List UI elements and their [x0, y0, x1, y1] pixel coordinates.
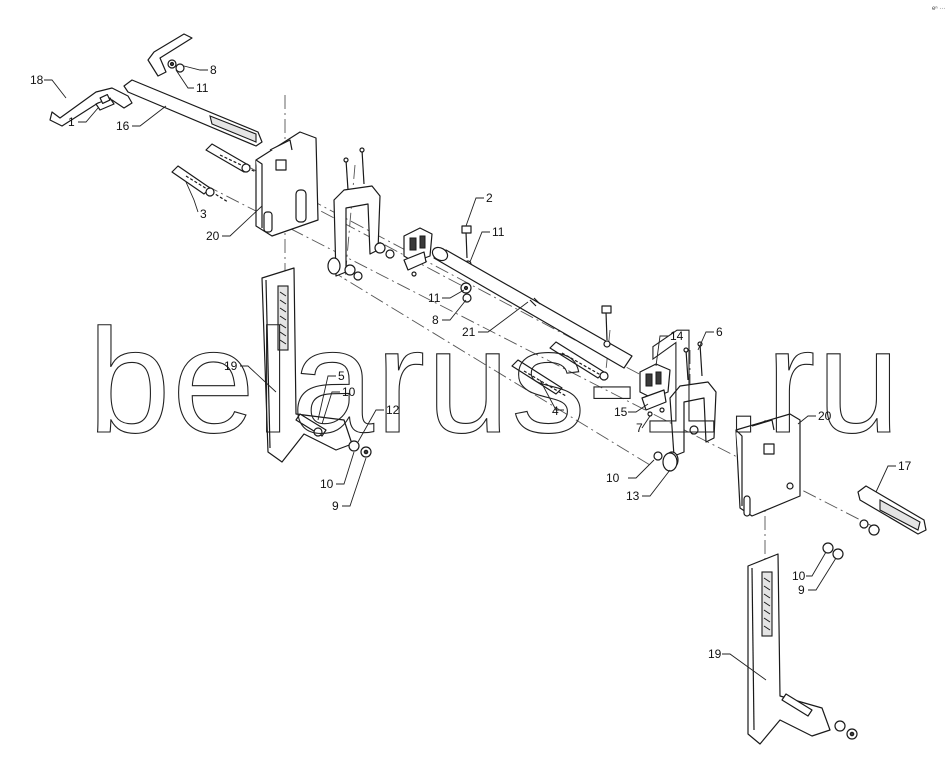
callout-19-left: 19 [224, 359, 238, 373]
callout-9-right: 9 [798, 583, 805, 597]
callout-12: 12 [386, 403, 400, 417]
nut-washer-8-11-top [167, 59, 185, 73]
callout-11-top: 11 [196, 81, 209, 95]
nut-washer-right-link [859, 519, 880, 536]
handle-part-18 [49, 87, 133, 127]
link-rod-part-17 [857, 485, 927, 535]
bolt-upper-left [205, 143, 257, 173]
nut-washer-9-10-right-lower [834, 720, 858, 740]
callout-11-tube-lower: 11 [428, 291, 441, 305]
arm-part-19-left [261, 267, 353, 463]
callout-16: 16 [116, 119, 130, 133]
callout-14: 14 [670, 329, 684, 343]
callout-19-right: 19 [708, 647, 722, 661]
bolt-part-3 [171, 165, 229, 203]
u-bracket-left [327, 185, 395, 281]
callout-13: 13 [626, 489, 640, 503]
arm-part-19-right [747, 553, 831, 745]
clamp-block-part-14 [639, 363, 671, 399]
callout-17: 17 [898, 459, 912, 473]
link-rod-part-16 [123, 79, 263, 147]
callout-10-right: 10 [792, 569, 806, 583]
callout-labels: 18 1 16 8 11 3 20 2 11 11 8 21 14 6 19 5… [30, 63, 912, 661]
watermark-text: belarus-1.ru [88, 299, 902, 464]
bracket-plate-part-20-left [255, 131, 319, 237]
corner-mark: eⁿ ··· [932, 5, 945, 12]
bolt-part-4 [511, 341, 609, 397]
clamp-block-left [403, 227, 433, 277]
callout-10-center: 10 [606, 471, 620, 485]
callout-6: 6 [716, 325, 723, 339]
nut-washer-9-10-left [348, 440, 372, 458]
callout-21: 21 [462, 325, 476, 339]
bracket-plate-part-20-right [735, 413, 801, 517]
bushing-part-13 [662, 452, 678, 472]
callout-15: 15 [614, 405, 628, 419]
callout-20-left: 20 [206, 229, 220, 243]
callout-1: 1 [68, 115, 75, 129]
callout-8-tube: 8 [432, 313, 439, 327]
handle-part-18-upper [147, 33, 193, 77]
vertical-bolts-left-bracket [343, 147, 365, 191]
callout-7: 7 [636, 421, 643, 435]
washer-part-10-center [653, 451, 663, 461]
nut-washer-9-10-right-upper [822, 542, 844, 560]
callout-10-left-lower: 10 [320, 477, 334, 491]
callout-9-left: 9 [332, 499, 339, 513]
callout-2: 2 [486, 191, 493, 205]
callout-3: 3 [200, 207, 207, 221]
callout-5: 5 [338, 369, 345, 383]
bolt-part-1 [95, 93, 115, 111]
callout-8-top: 8 [210, 63, 217, 77]
callout-20-right: 20 [818, 409, 832, 423]
main-tube-part-21 [431, 246, 633, 369]
callout-4: 4 [552, 404, 559, 418]
vertical-bolt-center [601, 305, 612, 348]
callout-18-top: 18 [30, 73, 44, 87]
callout-10-left: 10 [342, 385, 356, 399]
callout-11-tube-upper: 11 [492, 225, 505, 239]
callout-leaders [44, 65, 896, 681]
